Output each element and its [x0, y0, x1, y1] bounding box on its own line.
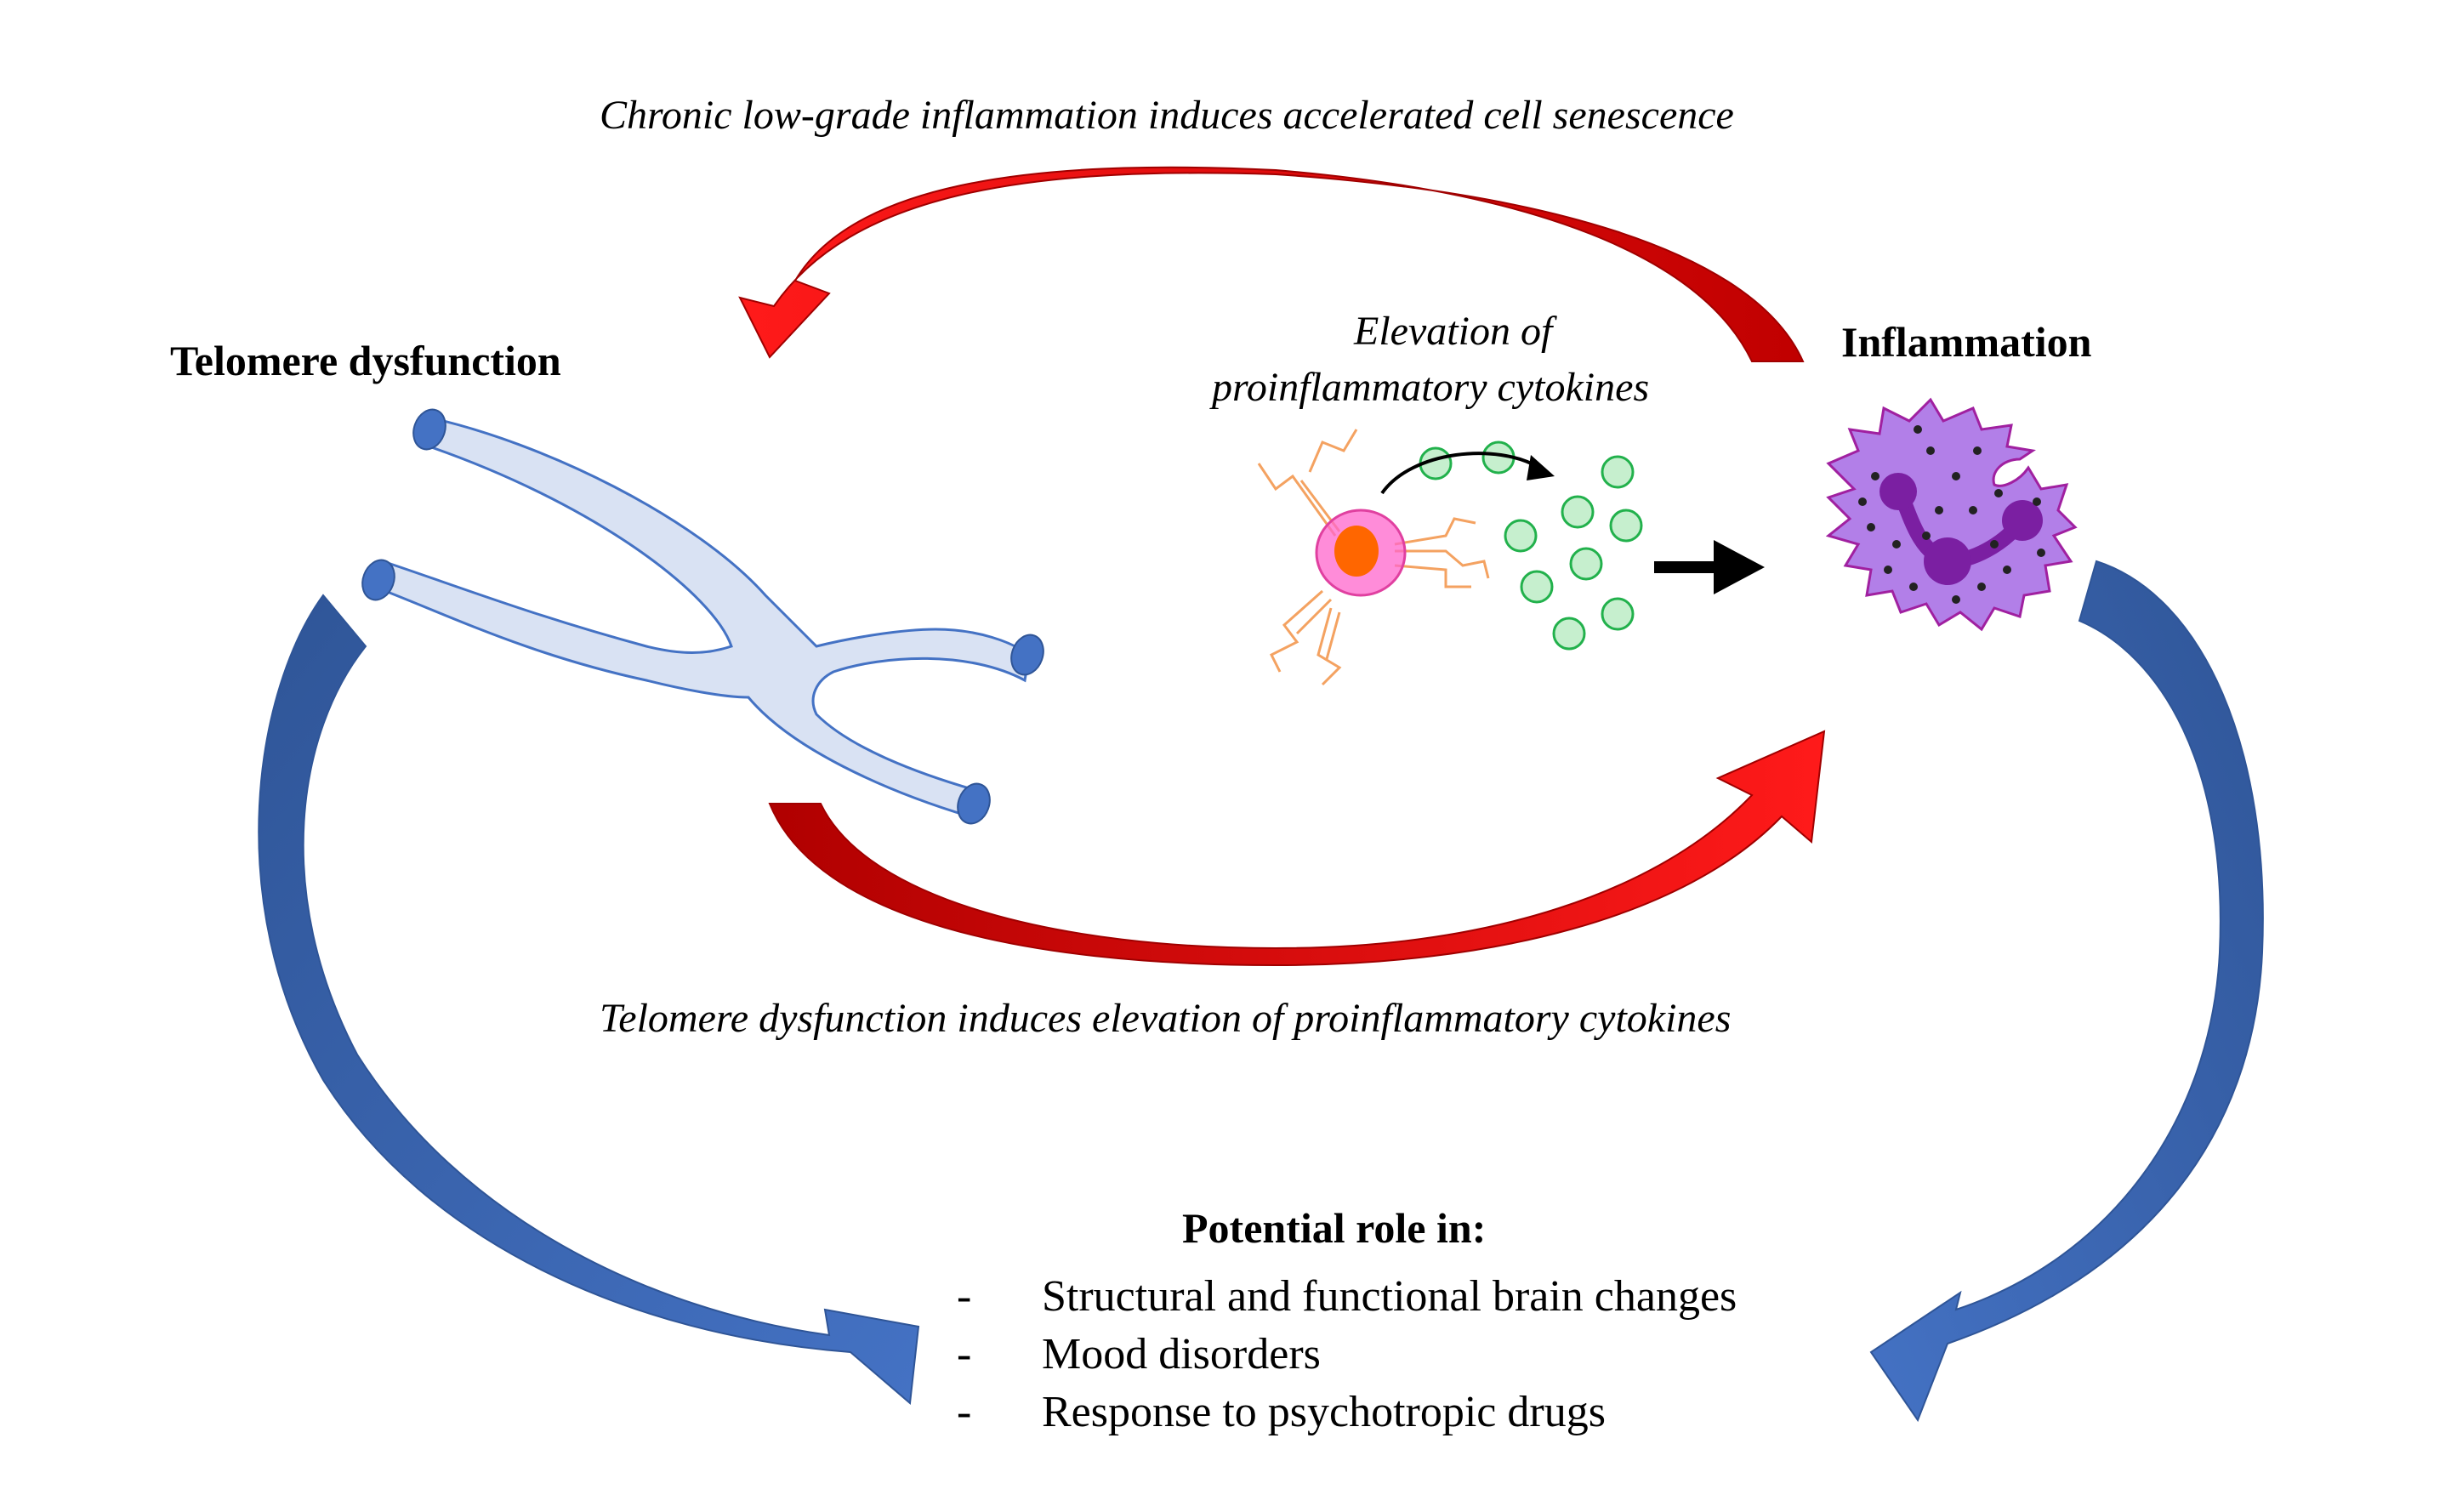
list-bullet: - — [957, 1387, 972, 1436]
cytokine-to-inflammation-arrow — [1654, 540, 1765, 594]
telomere-illustration — [361, 408, 1044, 825]
list-bullet: - — [957, 1271, 972, 1321]
list-bullet: - — [957, 1329, 972, 1378]
left-blue-arrow — [258, 594, 920, 1405]
right-blue-arrow — [1869, 560, 2264, 1423]
immune-cell-icon — [1257, 429, 1490, 686]
cytokine-label-line2: proinflammatory cytokines — [1212, 365, 1650, 410]
cytokine-label-line1: Elevation of — [1354, 309, 1553, 354]
cytokine-particles — [1419, 441, 1643, 651]
role-item-text: Response to psychotropic drugs — [1042, 1387, 1606, 1436]
release-arrow — [1380, 452, 1541, 495]
top-red-arrow — [738, 166, 1805, 362]
role-item-text: Structural and functional brain changes — [1042, 1271, 1737, 1321]
right-label: Inflammation — [1841, 318, 2092, 366]
release-arrowhead — [1527, 455, 1555, 480]
left-label: Telomere dysfunction — [170, 337, 561, 384]
role-list: - Structural and functional brain change… — [957, 1267, 1737, 1441]
role-item-text: Mood disorders — [1042, 1329, 1321, 1378]
role-list-item: - Mood disorders — [957, 1325, 1737, 1383]
bottom-caption: Telomere dysfunction induces elevation o… — [600, 996, 1732, 1041]
top-caption: Chronic low-grade inflammation induces a… — [600, 93, 1734, 138]
role-list-item: - Structural and functional brain change… — [957, 1267, 1737, 1325]
role-heading: Potential role in: — [1182, 1204, 1487, 1252]
neutrophil-icon — [1825, 397, 2078, 632]
role-list-item: - Response to psychotropic drugs — [957, 1383, 1737, 1441]
bottom-red-arrow — [768, 730, 1826, 967]
